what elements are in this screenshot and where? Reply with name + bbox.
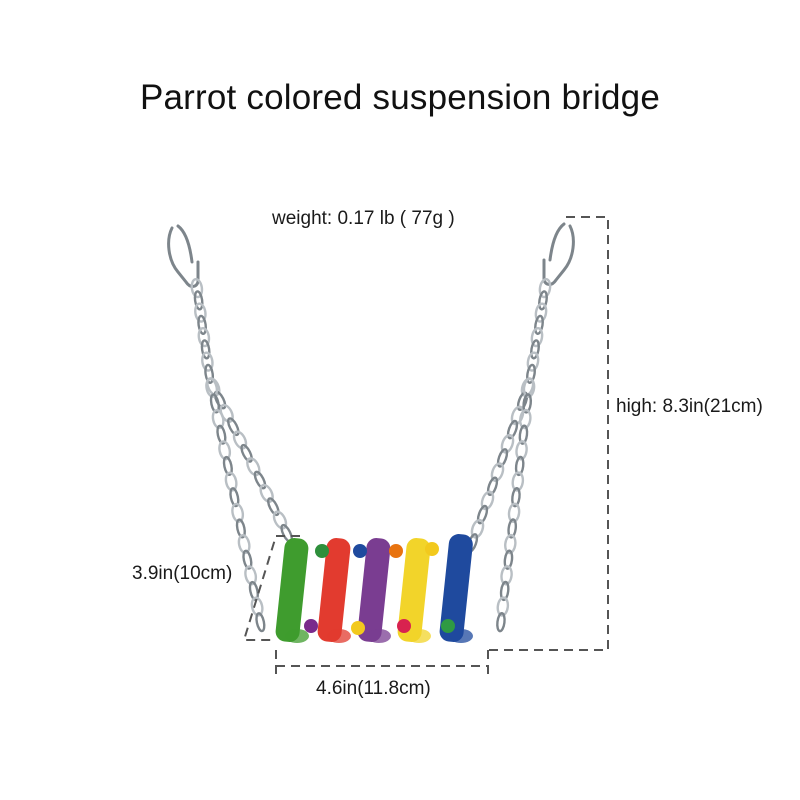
chain-link (216, 424, 227, 445)
width-label: 4.6in(11.8cm) (316, 678, 431, 699)
chain-link (511, 487, 521, 508)
chain-link (480, 490, 495, 511)
chain-link (232, 430, 248, 450)
chain-link (253, 470, 267, 490)
plank (275, 538, 309, 643)
right-hook-icon (542, 222, 575, 286)
chain-link (507, 502, 521, 523)
chain-link (240, 443, 253, 463)
chain-link (538, 278, 552, 299)
dimension-lines (242, 216, 609, 680)
right-chain-upper (526, 278, 552, 384)
chain-link (511, 471, 525, 492)
right-chain-front (496, 377, 536, 633)
chain-link (193, 290, 204, 311)
chain-link (476, 504, 489, 525)
height-label: high: 8.3in(21cm) (616, 396, 763, 417)
chain-link (526, 363, 536, 384)
chain-link (496, 612, 506, 633)
bead (425, 542, 439, 556)
chain-link (246, 457, 261, 477)
chain-link (496, 596, 510, 617)
chain-link (197, 314, 208, 335)
plank-group (275, 534, 473, 643)
chain-link (534, 302, 548, 323)
chain-link (506, 419, 519, 440)
chain-link (530, 339, 540, 360)
bead (315, 544, 329, 558)
chain-link (250, 596, 264, 617)
chain-link (209, 393, 220, 414)
left-chain-front (205, 377, 266, 633)
chain-link (486, 476, 499, 497)
chain-link (227, 417, 240, 437)
chain-link (201, 351, 214, 372)
chain-link (534, 314, 544, 335)
right-chain-back (466, 377, 535, 553)
plank (317, 538, 351, 643)
bead (353, 544, 367, 558)
chain-link (272, 510, 288, 530)
chain-link (522, 393, 533, 414)
bead (389, 544, 403, 558)
chain-link (267, 497, 280, 517)
chain-link (229, 487, 240, 508)
product-title: Parrot colored suspension bridge (139, 78, 661, 117)
chain-link (538, 290, 548, 311)
chain-link (197, 326, 211, 348)
chain-link (519, 408, 532, 430)
left-chain-upper (190, 277, 215, 384)
chain-link (522, 377, 536, 398)
chain-link (205, 377, 219, 398)
weight-label: weight: 0.17 lb ( 77g ) (272, 208, 455, 229)
chain-link (515, 440, 528, 461)
chain-link (526, 351, 540, 372)
left-hook-icon (167, 224, 200, 288)
chain-link (211, 408, 225, 430)
chain-link (244, 565, 258, 586)
chain-link (204, 363, 215, 384)
chain-link (259, 483, 274, 503)
chain-link (222, 455, 233, 476)
left-chain-back (206, 377, 293, 543)
chain-link (499, 580, 510, 602)
chain-link (255, 612, 266, 633)
bead-group (304, 542, 455, 635)
bead (441, 619, 455, 633)
bead (304, 619, 318, 633)
chain-link (514, 455, 525, 477)
chain-link (470, 518, 485, 539)
chain-link (200, 339, 211, 360)
chain-link (504, 533, 517, 555)
chain-link (224, 471, 238, 492)
bead (351, 621, 365, 635)
chain-link (500, 433, 515, 454)
chain-group (190, 277, 552, 633)
chain-link (510, 405, 525, 426)
plank (357, 538, 391, 643)
chain-link (231, 502, 245, 523)
chain-link (503, 549, 514, 570)
chain-link (194, 302, 207, 323)
chain-link (490, 462, 505, 482)
chain-link (507, 518, 518, 539)
chain-link (237, 533, 251, 555)
chain-link (518, 424, 529, 445)
chain-link (242, 549, 253, 570)
chain-link (500, 565, 513, 586)
chain-link (218, 440, 232, 461)
chain-link (235, 518, 246, 539)
chain-link (530, 327, 544, 348)
plank (439, 534, 473, 643)
depth-label: 3.9in(10cm) (132, 563, 233, 584)
plank (397, 538, 431, 643)
chain-link (496, 448, 509, 468)
chain-link (190, 277, 204, 299)
bead (397, 619, 411, 633)
